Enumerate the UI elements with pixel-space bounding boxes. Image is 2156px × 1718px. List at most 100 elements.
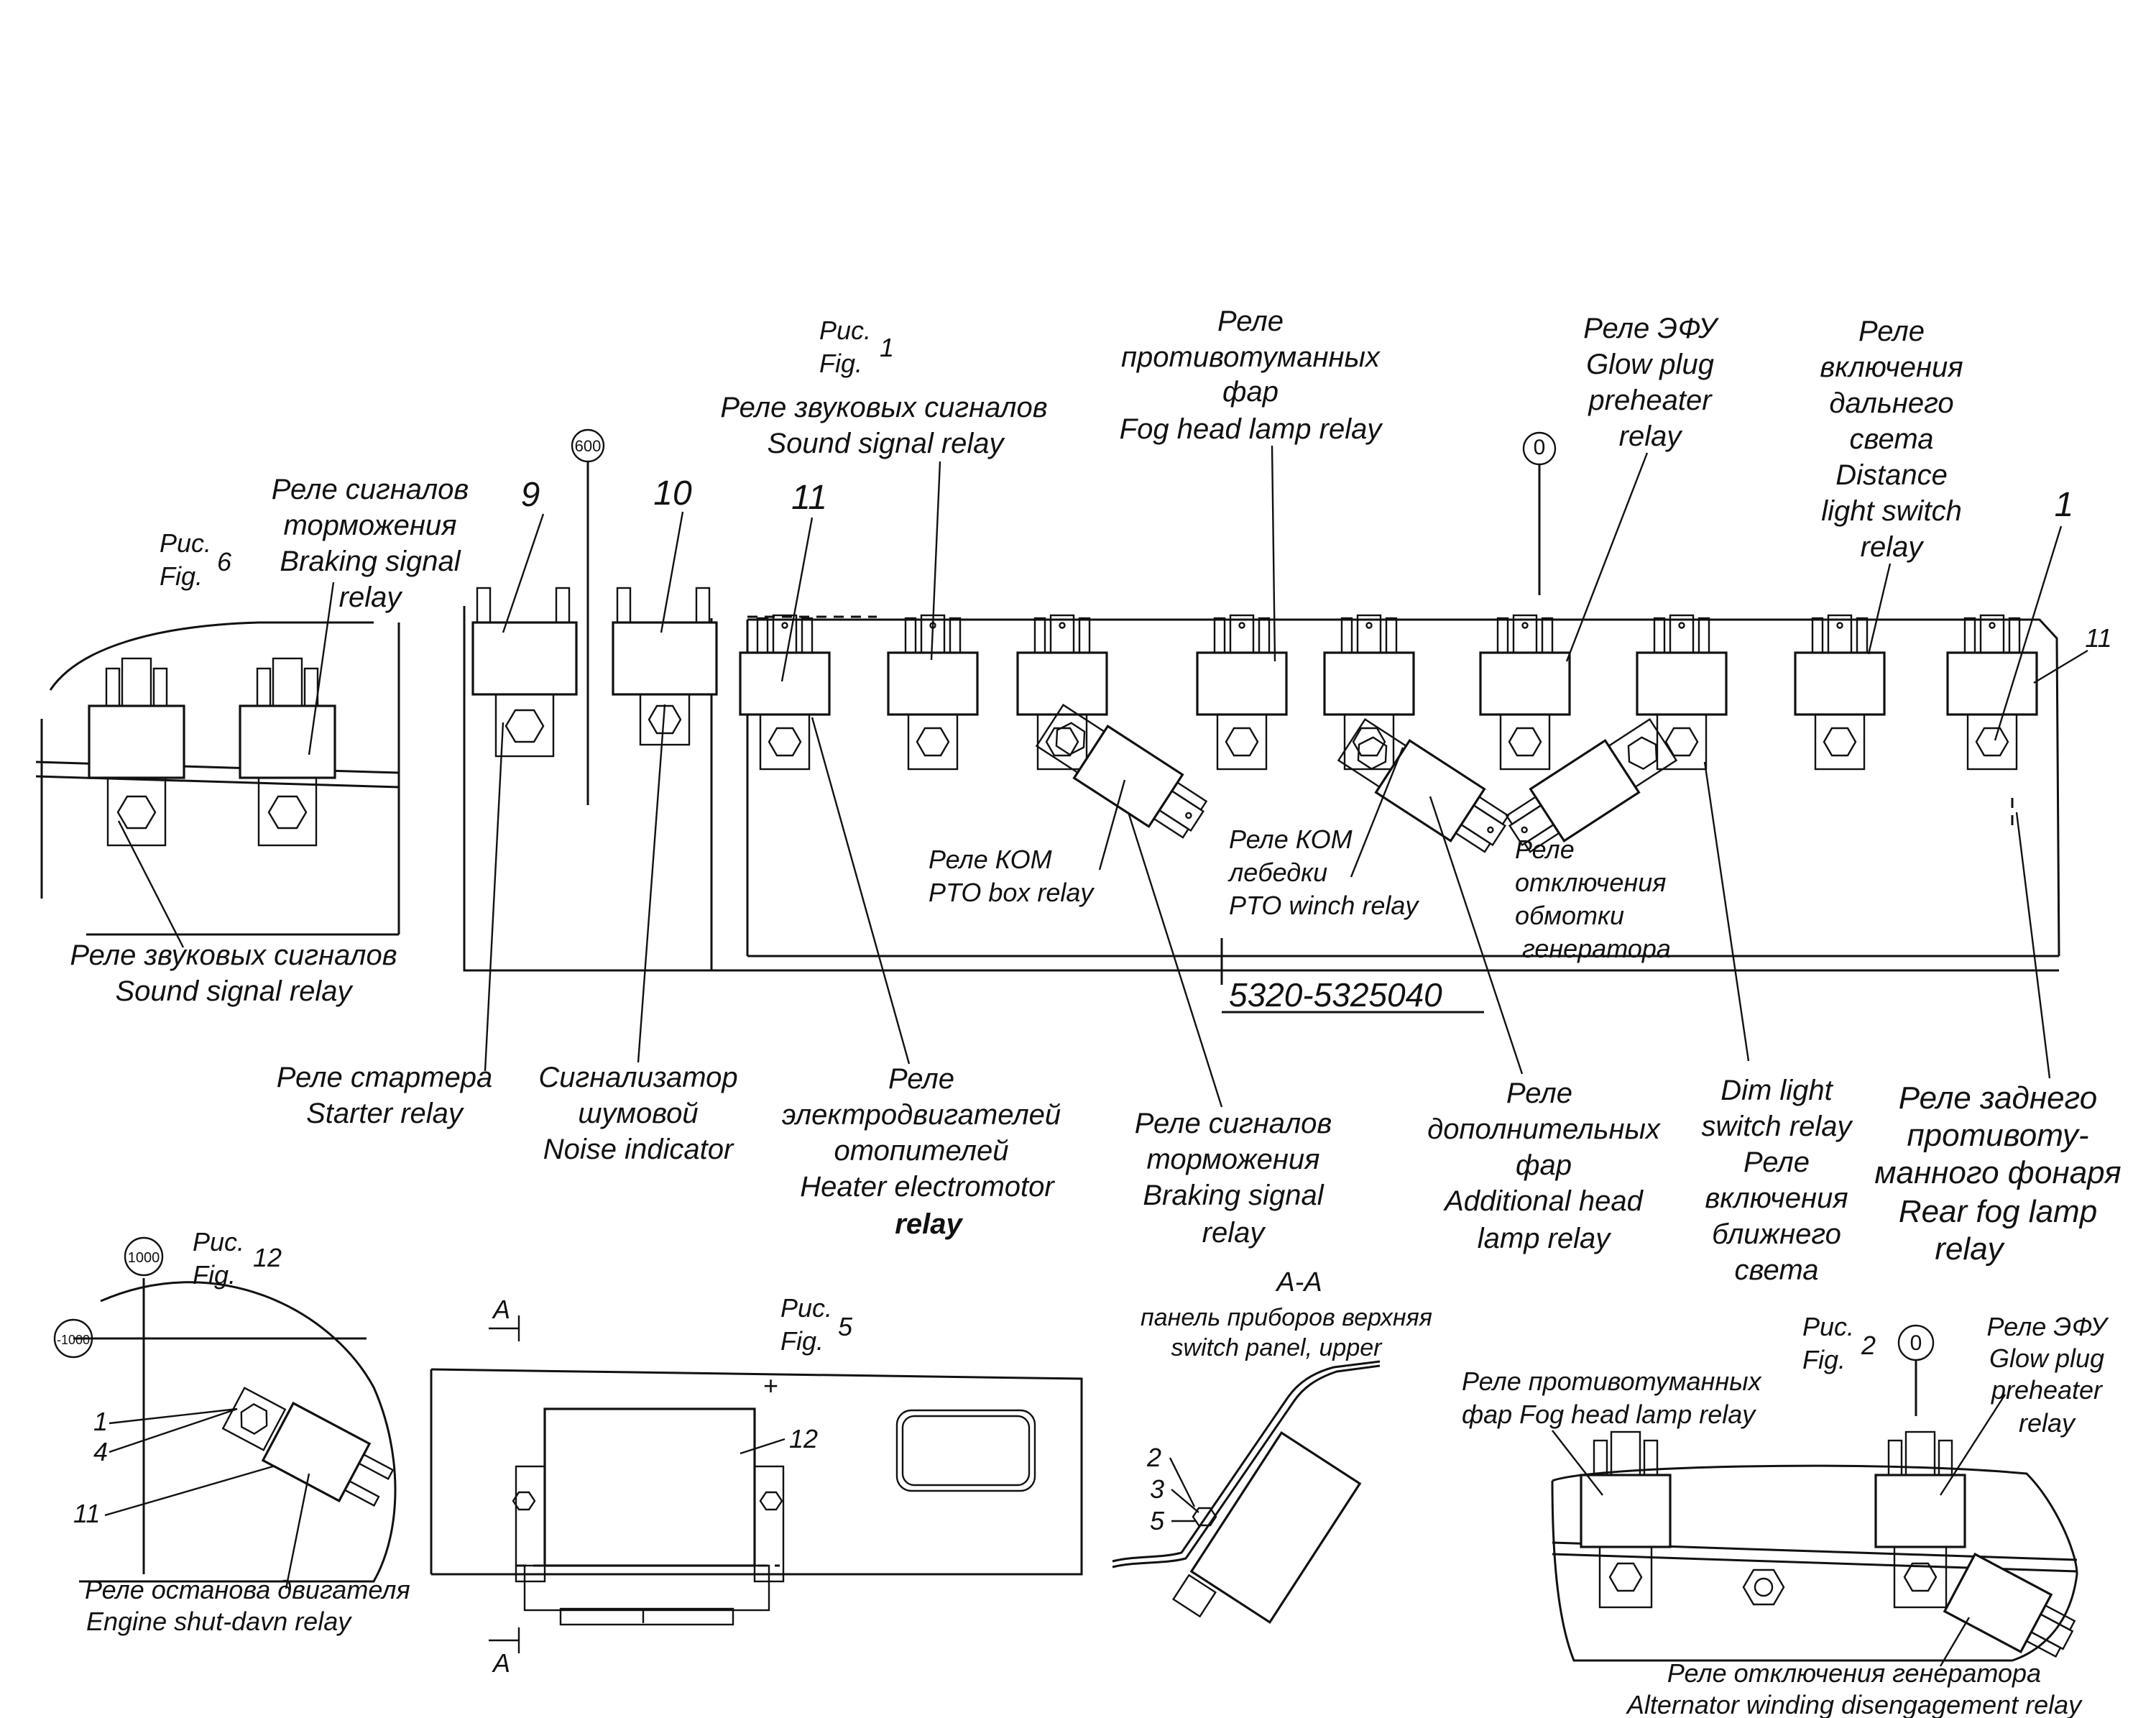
label-fog-3: фар	[1222, 376, 1279, 408]
fig1-ref-en: Fig.	[819, 349, 862, 378]
label-rear-4: Rear fog lamp	[1899, 1194, 2097, 1229]
label-heater-4: Heater electromotor	[800, 1171, 1055, 1203]
label-dist-3: дальнего	[1829, 387, 1953, 419]
label-komw-3: PTO winch relay	[1229, 891, 1419, 920]
label-rear-1: Реле заднего	[1899, 1080, 2097, 1116]
pto-winch-relay	[1333, 712, 1517, 863]
fig6-sound-1: Реле звуковых сигналов	[70, 940, 397, 971]
label-addl-2: дополнительных	[1427, 1113, 1662, 1145]
fig6-brake-1: Реле сигналов	[272, 474, 469, 505]
label-sound-en: Sound signal relay	[767, 428, 1005, 459]
fig2-inset: 0 Рис. Fig. 2 Реле противот	[1462, 1312, 2109, 1718]
fig6-brake-2: торможения	[283, 510, 456, 541]
fig5-section-a-bottom: A	[492, 1648, 510, 1678]
fig5-section-a-top: A	[492, 1295, 510, 1324]
label-dist-2: включения	[1820, 352, 1963, 383]
label-gen-3: обмотки	[1515, 901, 1624, 930]
label-dim-2: switch relay	[1702, 1111, 1854, 1142]
fig5-ref-ru: Рис.	[780, 1293, 832, 1323]
label-dim-5: ближнего	[1712, 1218, 1841, 1250]
label-addl-5: lamp relay	[1478, 1223, 1613, 1254]
rear-fog-relay	[1946, 614, 2038, 771]
section-aa: A-A панель приборов верхняя switch panel…	[1112, 1267, 1432, 1625]
dim-light-relay	[1636, 614, 1728, 771]
section-n5: 5	[1150, 1506, 1165, 1535]
fig2-ref-num: 2	[1861, 1331, 1876, 1360]
fig12-inset: 1000 -1000 Рис. Fig. 12 1 4 11 Реле оста…	[53, 1227, 410, 1636]
label-addl-1: Реле	[1506, 1078, 1572, 1109]
fig2-grid-marker-0: 0	[1910, 1331, 1922, 1355]
label-gen-4: генератора	[1522, 934, 1671, 963]
fig6-ref-ru: Рис.	[160, 528, 211, 558]
label-starter-1: Реле стартера	[277, 1062, 493, 1093]
fig12-ref-num: 12	[253, 1243, 282, 1272]
label-dim-6: света	[1735, 1254, 1819, 1286]
fig6-brake-3: Braking signal	[280, 546, 461, 577]
label-addl-4: Additional head	[1443, 1185, 1644, 1217]
callout-1: 1	[2055, 486, 2074, 524]
fig2-gen-2: Alternator winding disengagement relay	[1626, 1690, 2083, 1718]
label-dist-7: relay	[1861, 531, 1925, 563]
fig5-plus: +	[763, 1371, 778, 1400]
callout-11b: 11	[2085, 623, 2111, 653]
label-rear-3: манного фонаря	[1874, 1155, 2121, 1190]
starter-relay	[471, 587, 578, 758]
label-sound-ru: Реле звуковых сигналов	[720, 392, 1047, 423]
grid-marker-minus-1000: -1000	[57, 1333, 90, 1347]
label-rear-2: противоту-	[1907, 1118, 2088, 1153]
heater-relay	[739, 614, 831, 771]
section-ru: панель приборов верхняя	[1141, 1304, 1432, 1331]
label-dim-3: Реле	[1743, 1147, 1810, 1178]
fig1-ref-num: 1	[880, 333, 894, 362]
fig12-ref-en: Fig.	[193, 1260, 236, 1290]
label-fog-4: Fog head lamp relay	[1120, 413, 1384, 445]
label-efu-4: relay	[1619, 421, 1684, 452]
label-efu-2: Glow plug	[1586, 349, 1714, 380]
label-dist-4: света	[1850, 423, 1934, 455]
fig6-ref-en: Fig.	[160, 561, 203, 591]
fig5-ref-num: 5	[838, 1312, 853, 1341]
label-noise-1: Сигнализатор	[538, 1062, 737, 1093]
noise-indicator	[612, 587, 718, 746]
fig2-efu-3: preheater	[1991, 1375, 2104, 1405]
fig2-gen-1: Реле отключения генератора	[1667, 1658, 2041, 1688]
fig2-fog-2: фар Fog head lamp relay	[1462, 1400, 1756, 1429]
callout-10: 10	[653, 474, 692, 513]
label-dist-5: Distance	[1835, 459, 1948, 491]
section-n3: 3	[1150, 1474, 1164, 1504]
fig6-brake-4: relay	[339, 582, 404, 613]
grid-marker-0: 0	[1534, 436, 1546, 459]
pto-winch-relay-base	[1323, 614, 1415, 771]
label-fog-1: Реле	[1217, 306, 1284, 337]
label-addl-3: фар	[1516, 1149, 1572, 1181]
fig6-sound-2: Sound signal relay	[115, 975, 354, 1007]
fig12-cap-1: Реле останова двигателя	[85, 1575, 410, 1604]
fig12-cap-2: Engine shut-davn relay	[86, 1607, 352, 1636]
efu-relay	[1479, 614, 1571, 771]
label-heater-3: отопителей	[834, 1135, 1009, 1167]
fig2-ref-en: Fig.	[1802, 1345, 1846, 1374]
callout-9: 9	[521, 476, 540, 514]
fig2-efu-4: relay	[2019, 1408, 2076, 1438]
fig12-ref-ru: Рис.	[193, 1227, 244, 1257]
fig12-n4: 4	[93, 1437, 108, 1466]
fig6-ref-num: 6	[217, 547, 232, 577]
label-dist-6: light switch	[1821, 495, 1962, 527]
fig2-efu-1: Реле ЭФУ	[1987, 1312, 2109, 1341]
label-noise-2: шумовой	[578, 1098, 698, 1129]
label-kom-2: PTO box relay	[929, 878, 1095, 907]
label-gen-1: Реле	[1515, 835, 1575, 864]
label-komw-2: лебедки	[1227, 858, 1327, 887]
label-rear-5: relay	[1935, 1231, 2005, 1267]
label-starter-2: Starter relay	[306, 1098, 465, 1129]
callout-11: 11	[791, 479, 827, 517]
fig5-n12: 12	[789, 1424, 818, 1453]
label-dim-4: включения	[1705, 1182, 1848, 1214]
fig2-ref-ru: Рис.	[1802, 1312, 1854, 1341]
label-noise-3: Noise indicator	[543, 1134, 734, 1165]
label-brake-2: торможения	[1146, 1144, 1319, 1175]
distance-light-relay	[1794, 614, 1886, 771]
fog-relay	[1196, 614, 1288, 771]
pto-box-relay-base	[1016, 614, 1108, 771]
